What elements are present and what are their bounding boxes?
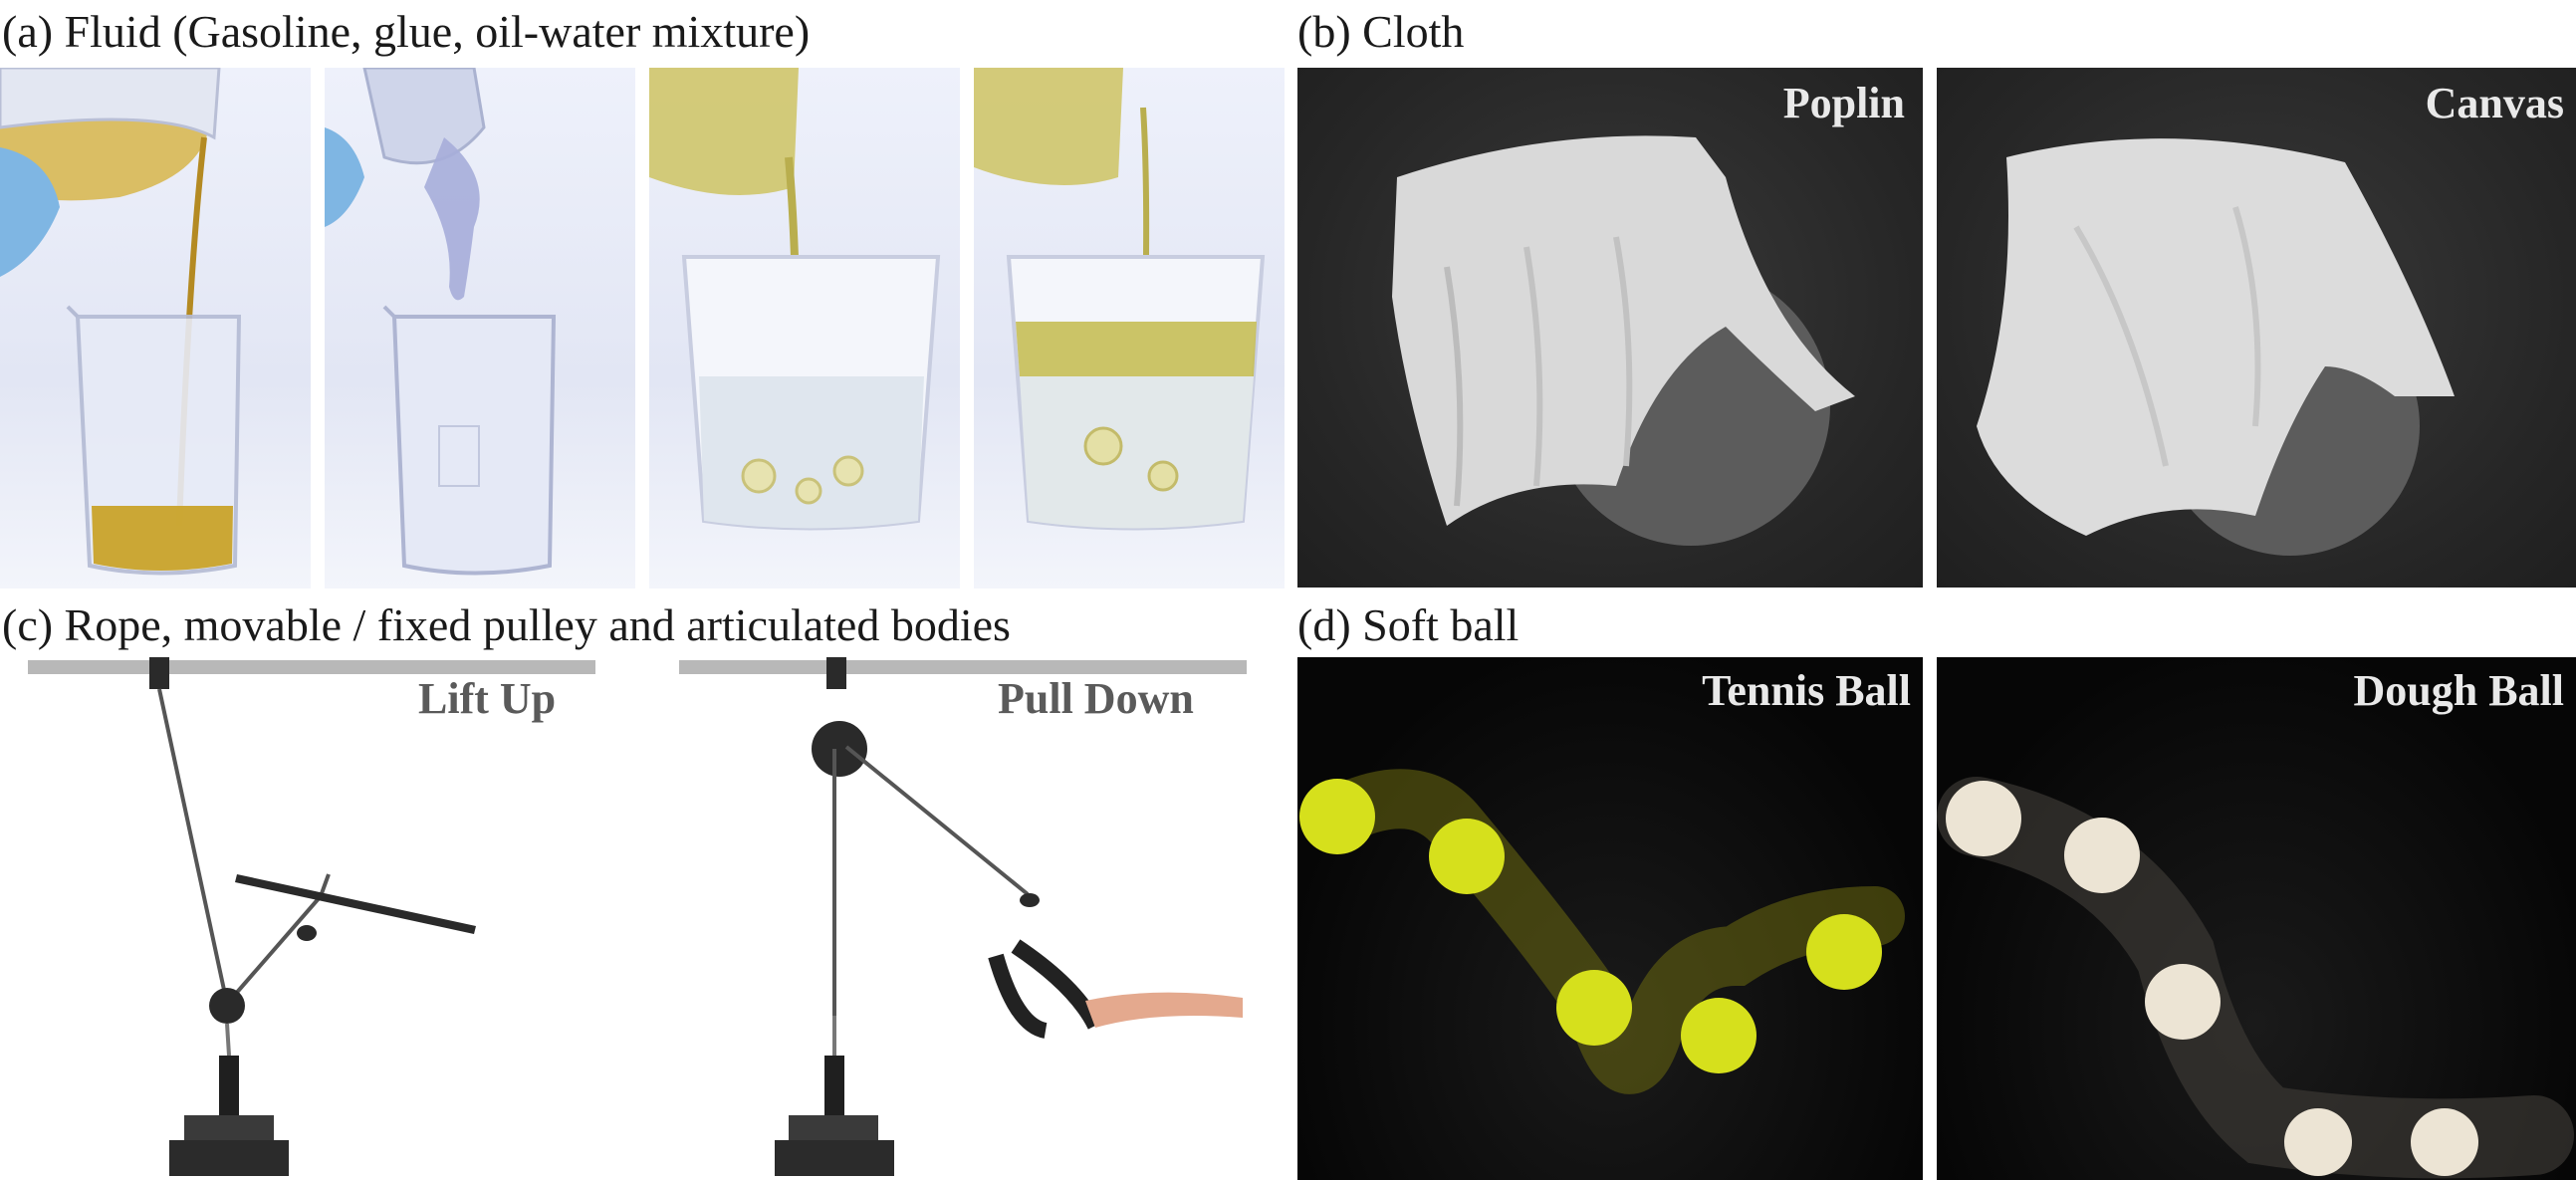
fluid-oil-water-mixed-image <box>974 68 1285 589</box>
caption-rope-pulley: (c) Rope, movable / fixed pulley and art… <box>2 599 1011 650</box>
label-poplin: Poplin <box>1782 79 1905 127</box>
caption-soft-ball: (d) Soft ball <box>1297 599 1520 650</box>
fluid-oil-water-pour-image <box>649 68 960 589</box>
rope-lift-up-image: Lift Up <box>0 657 617 1180</box>
fluid-gasoline-image <box>0 68 311 589</box>
fluid-glue-image <box>325 68 635 589</box>
caption-fluid: (a) Fluid (Gasoline, glue, oil-water mix… <box>2 6 811 57</box>
rope-pull-down-image: Pull Down <box>657 657 1275 1180</box>
label-pull-down: Pull Down <box>998 674 1194 723</box>
soft-ball-tennis-image: Tennis Ball <box>1297 657 1923 1180</box>
cloth-canvas-image: Canvas <box>1937 68 2576 588</box>
soft-ball-dough-image: Dough Ball <box>1937 657 2576 1180</box>
label-tennis-ball: Tennis Ball <box>1702 666 1911 715</box>
caption-cloth: (b) Cloth <box>1297 6 1465 57</box>
cloth-poplin-image: Poplin <box>1297 68 1923 588</box>
label-canvas: Canvas <box>2425 79 2564 127</box>
label-dough-ball: Dough Ball <box>2353 666 2564 715</box>
label-lift-up: Lift Up <box>418 674 557 723</box>
